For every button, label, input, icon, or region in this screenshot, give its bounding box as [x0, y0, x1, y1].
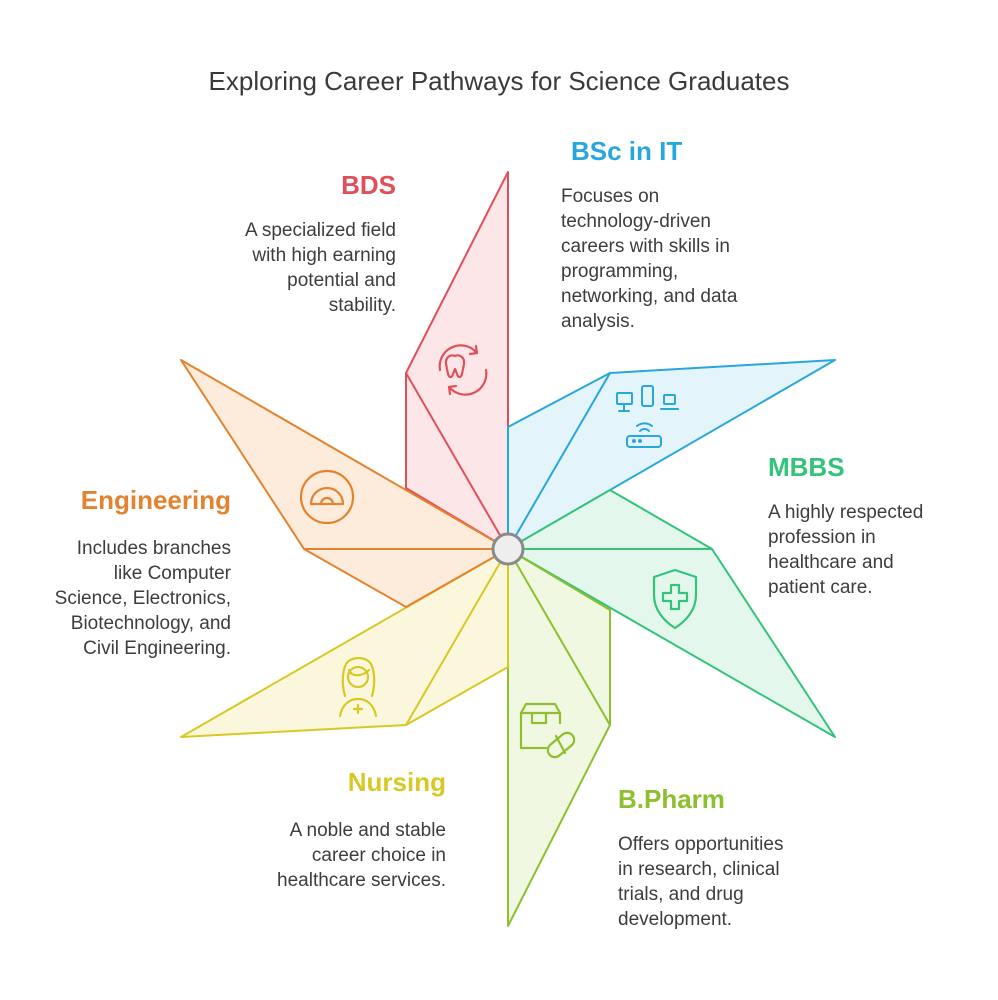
medical-shield-icon: [652, 568, 698, 630]
network-devices-icon: [616, 385, 679, 448]
blade-pharm: [507, 548, 611, 927]
bsc-heading: BSc in IT: [571, 136, 683, 166]
protractor-icon: [299, 469, 355, 525]
nursing-description: A noble and stable career choice in heal…: [277, 820, 446, 891]
medicine-box-pill-icon: [519, 702, 576, 759]
mbbs-heading: MBBS: [768, 452, 845, 482]
bds-heading: BDS: [341, 170, 396, 200]
nursing-heading: Nursing: [347, 767, 446, 797]
pharm-description: Offers opportunities in research, clinic…: [618, 834, 784, 930]
engineering-description: Includes branches like Computer Science,…: [54, 538, 231, 659]
blade-engineering: [180, 359, 509, 608]
blade-bds: [405, 171, 509, 550]
nurse-icon: [338, 656, 378, 718]
diagram-title: Exploring Career Pathways for Science Gr…: [208, 66, 790, 96]
bsc-description: Focuses on technology-driven careers wit…: [561, 186, 738, 332]
center-hub: [491, 532, 525, 566]
tooth-cycle-icon: [438, 344, 488, 396]
blade-mbbs: [507, 489, 836, 738]
bds-description: A specialized field with high earning po…: [244, 220, 396, 316]
engineering-heading: Engineering: [80, 485, 231, 515]
pharm-heading: B.Pharm: [618, 784, 725, 814]
mbbs-description: A highly respected profession in healthc…: [768, 502, 924, 598]
